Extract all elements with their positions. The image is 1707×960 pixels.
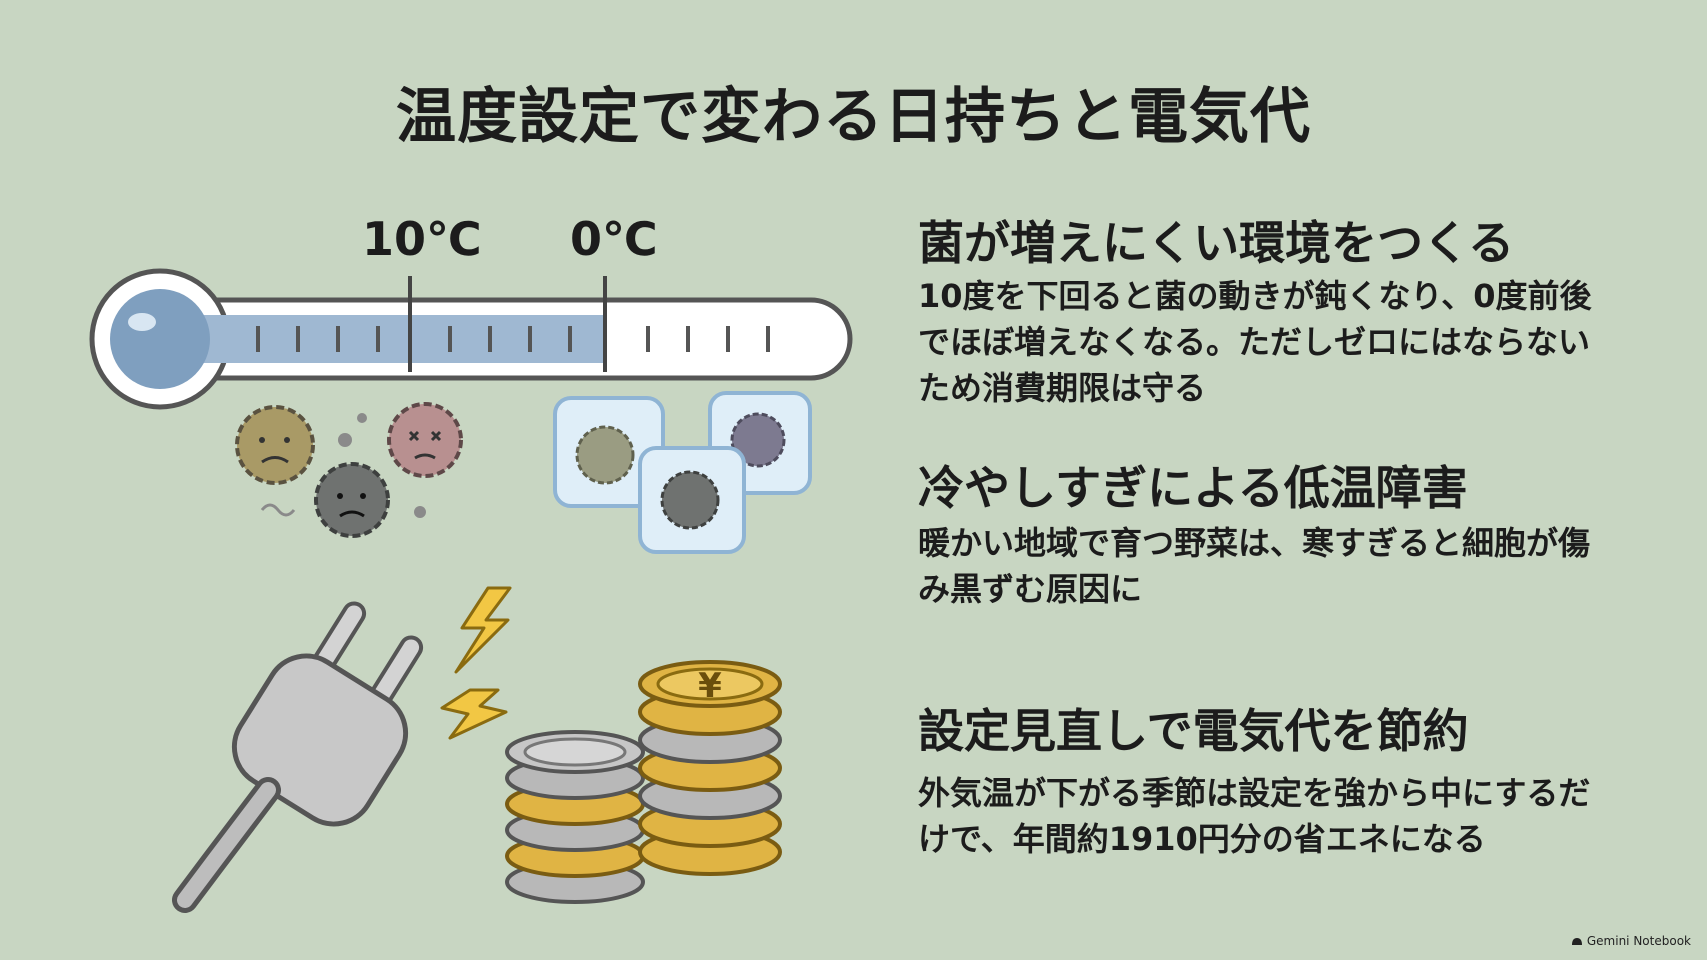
section-body-chill-damage: 暖かい地域で育つ野菜は、寒すぎると細胞が傷み黒ずむ原因に: [918, 524, 1591, 608]
section-heading-bacteria: 菌が増えにくい環境をつくる: [918, 216, 1515, 270]
section-body-electricity: 外気温が下がる季節は設定を強から中にするだけで、年間約1910円分の省エネになる: [918, 774, 1591, 858]
germ-icon: [235, 405, 315, 485]
thermo-label-10: 10℃: [362, 212, 482, 266]
slide-title: 温度設定で変わる日持ちと電気代: [396, 82, 1311, 152]
section-heading-chill-damage: 冷やしすぎによる低温障害: [918, 461, 1468, 515]
ice-cube-icon: [638, 446, 746, 554]
lightning-bolt-icon: [440, 688, 508, 740]
thermometer-icon: [89, 268, 853, 410]
coin-stack-icon: [505, 730, 645, 904]
thermo-label-0: 0℃: [570, 212, 658, 266]
plug-icon: [172, 601, 424, 913]
brand-label: Gemini Notebook: [1586, 934, 1691, 948]
germ-icon: [314, 462, 390, 538]
lightning-bolt-icon: [454, 586, 512, 674]
brand-logo: Gemini Notebook: [1571, 934, 1691, 948]
section-body-bacteria: 10度を下回ると菌の動きが鈍くなり、0度前後でほぼ増えなくなる。ただしゼロにはな…: [918, 277, 1592, 407]
yen-symbol: ¥: [698, 666, 722, 706]
notebook-icon: [1571, 938, 1582, 945]
ice-cube-icon: [553, 396, 665, 508]
germ-icon: [387, 402, 463, 478]
illustration-area: ¥: [89, 268, 853, 913]
coin-stack-icon: ¥: [638, 660, 782, 876]
section-heading-electricity: 設定見直しで電気代を節約: [918, 704, 1469, 758]
